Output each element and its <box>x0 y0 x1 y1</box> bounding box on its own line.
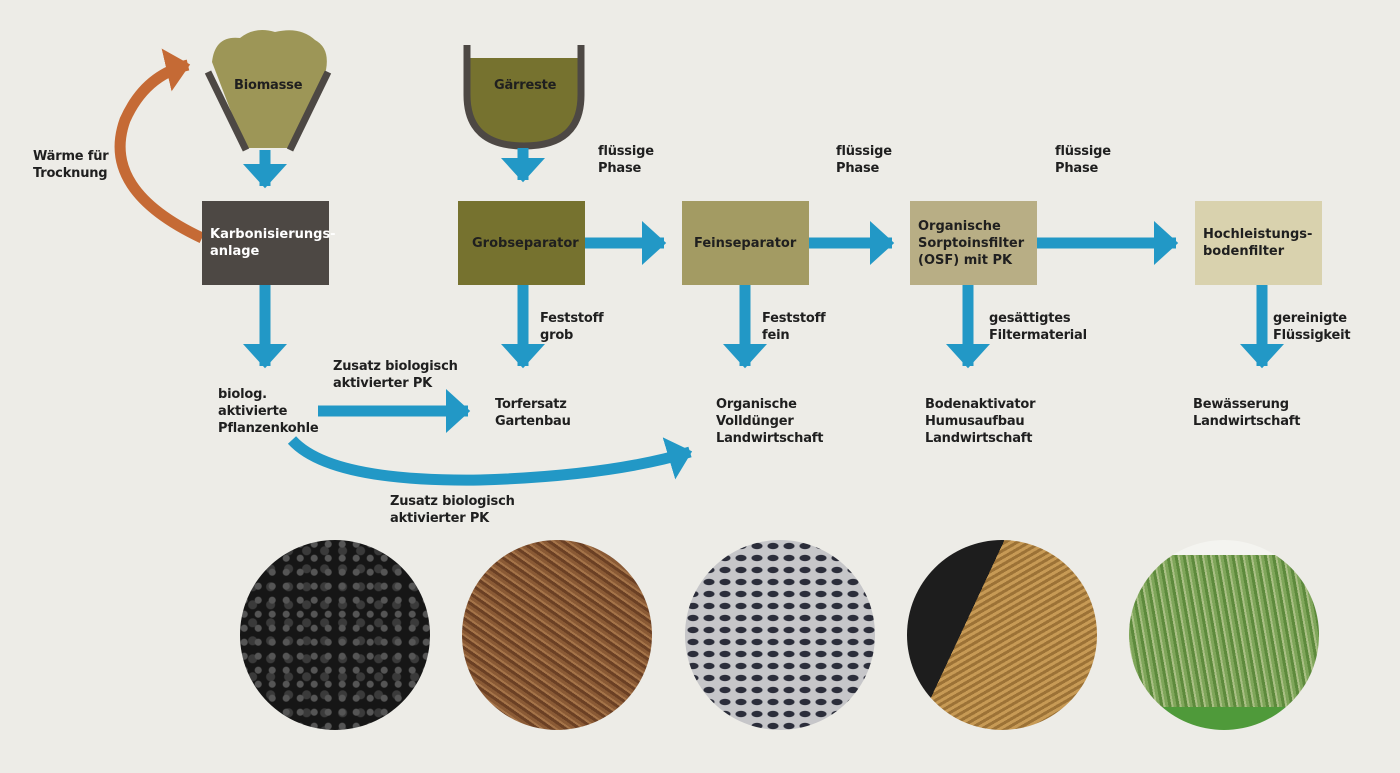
photo-torfersatz <box>462 540 652 730</box>
gaerreste-label: Gärreste <box>494 78 557 93</box>
fluessige-phase-label: flüssige Phase <box>1055 144 1111 176</box>
output-bewaesserung: Bewässerung Landwirtschaft <box>1193 397 1301 429</box>
biomasse-hopper <box>204 30 332 152</box>
feinseparator-box: Feinseparator <box>682 201 809 285</box>
heat-arrow <box>114 48 205 243</box>
gaerreste-vessel <box>463 45 585 150</box>
flow-arrows <box>243 148 1284 486</box>
zusatz-pk-label: Zusatz biologisch aktivierter PK <box>333 359 458 391</box>
osf-box: Organische Sorptoinsfilter (OSF) mit PK <box>910 201 1037 285</box>
fluessige-phase-label: flüssige Phase <box>598 144 654 176</box>
photo-pellets <box>685 540 875 730</box>
karbonisierungsanlage-box: Karbonisierungs- anlage <box>202 201 336 285</box>
fluessige-phase-label: flüssige Phase <box>836 144 892 176</box>
gereinigte-fluessigkeit-label: gereinigte Flüssigkeit <box>1273 311 1351 343</box>
grobseparator-box: Grobseparator <box>458 201 585 285</box>
photo-grasses <box>1129 540 1319 730</box>
zusatz-pk-label: Zusatz biologisch aktivierter PK <box>390 494 515 526</box>
output-torfersatz: Torfersatz Gartenbau <box>495 397 571 429</box>
output-pflanzenkohle: biolog. aktivierte Pflanzenkohle <box>218 387 319 436</box>
biomasse-label: Biomasse <box>234 78 303 93</box>
feststoff-grob-label: Feststoff grob <box>540 311 604 343</box>
output-bodenaktivator: Bodenaktivator Humusaufbau Landwirtschaf… <box>925 397 1036 446</box>
gesaettigtes-filtermaterial-label: gesättigtes Filtermaterial <box>989 311 1087 343</box>
photo-pflanzenkohle <box>240 540 430 730</box>
hochleistungsbodenfilter-box: Hochleistungs- bodenfilter <box>1195 201 1322 285</box>
feststoff-fein-label: Feststoff fein <box>762 311 826 343</box>
output-volldunger: Organische Volldünger Landwirtschaft <box>716 397 824 446</box>
heat-label: Wärme für Trocknung <box>33 149 109 181</box>
photo-filtermaterial <box>907 540 1097 730</box>
